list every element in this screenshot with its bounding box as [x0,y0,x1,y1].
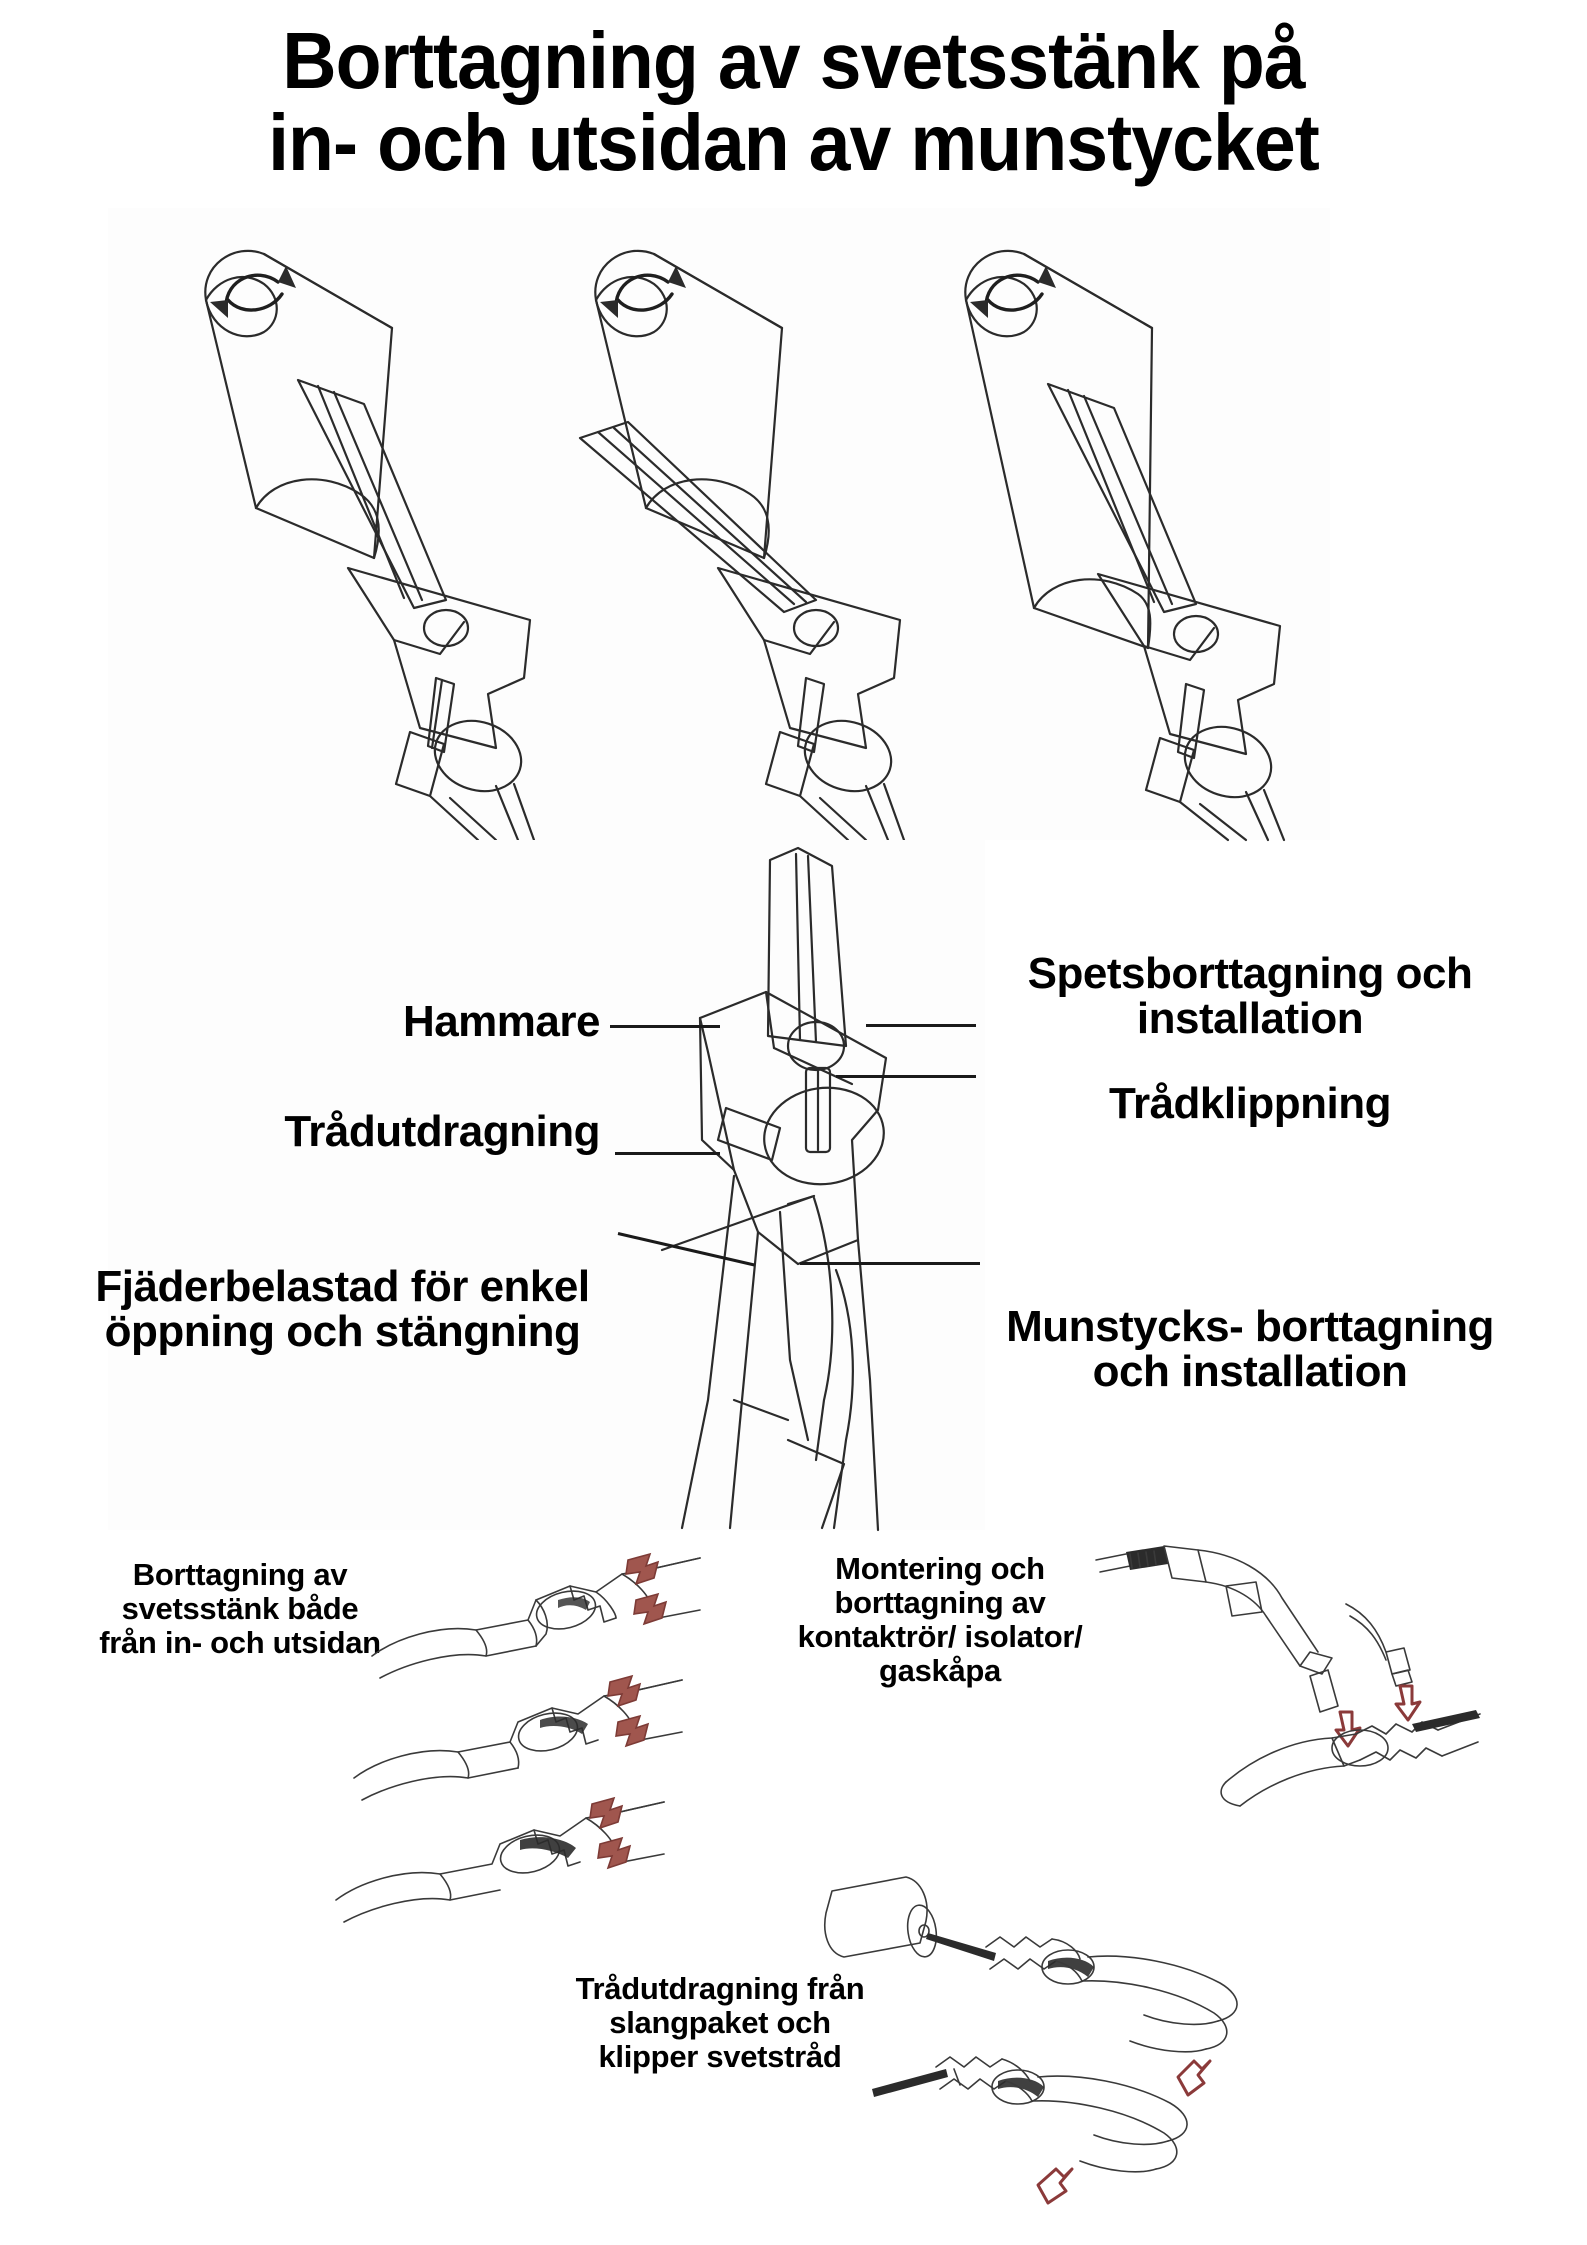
bottom-pliers [1220,1710,1481,1807]
pliers-head-3 [1096,572,1282,804]
rotation-arrows-icon-1 [210,266,296,318]
red-arrow-icon-b1 [607,1674,642,1708]
welding-torch [1095,1545,1339,1713]
step-illustration-3 [335,1796,665,1923]
pliers-jaws-2 [578,420,818,614]
step-illustration-1 [371,1552,701,1679]
label-munstycksborttagning: Munstycks- borttagning och installation [1006,1302,1494,1396]
pliers-diagram-illustration [638,840,988,1532]
pliers-handles [680,1174,880,1532]
nozzle-tube-3 [964,249,1154,650]
pliers-nose [766,846,848,1048]
wire-cut-pliers [872,2056,1188,2173]
pliers-handles-2 [798,782,906,842]
red-arrow-icon-down-1 [1334,1710,1362,1748]
pivot-hole [786,1020,846,1072]
pliers-handles-1 [428,782,536,842]
nozzle-tube-2 [594,249,784,560]
red-arrow-icon-down-2 [1394,1684,1422,1722]
nozzle-grip-hole [763,1086,885,1186]
wire-pull-illustration [800,1855,1320,2245]
leader-line-tradutdragning [615,1152,720,1155]
pliers-jaws-3 [1046,382,1198,614]
wire-cutter-slot [804,1066,832,1154]
contact-tip-parts [1345,1603,1413,1687]
wire-spool-and-pliers [824,1876,1238,2053]
rotation-arrows-icon-3 [970,266,1056,318]
rotation-arrows-icon-2 [600,266,686,318]
bottom-left-step-illustrations [335,1538,701,1923]
nozzle-illustration-2 [568,208,968,842]
step-illustration-2 [353,1674,683,1801]
label-fjaderbelastad: Fjäderbelastad för enkel öppning och stä… [95,1262,590,1356]
label-tradklippning: Trådklippning [1109,1079,1391,1128]
caption-tradutdragning-slangpaket: Trådutdragning från slangpaket och klipp… [575,1971,865,2075]
page-title: Borttagning av svetsstänk på in- och uts… [48,20,1540,183]
red-arrow-icon-a2 [633,1592,668,1626]
leader-line-tradklippning [836,1075,976,1078]
red-arrow-icon-c2 [597,1836,632,1870]
label-spetsborttagning: Spetsborttagning och installation [1027,949,1473,1043]
title-line-2: in- och utsidan av munstycket [268,97,1320,187]
red-arrow-icon-a1 [625,1552,660,1586]
caption-montering-borttagning: Montering och borttagning av kontaktrör/… [797,1551,1083,1689]
leader-line-munstycksborttagning [800,1262,980,1265]
red-arrow-icon-up-left [1036,2167,1074,2205]
pliers-head-2 [716,566,902,798]
red-arrow-icon-c1 [589,1796,624,1830]
nozzle-sequence-panel [108,208,1330,842]
label-hammare: Hammare [402,997,601,1046]
label-tradutdragning: Trådutdragning [284,1107,600,1156]
leader-line-hammare [610,1025,720,1028]
pliers-jaws-1 [296,378,448,610]
caption-borttagning-svetsstank: Borttagning av svetsstänk både från in- … [99,1557,381,1661]
pliers-handles-3 [1178,788,1286,842]
pliers-head-1 [346,566,532,798]
pliers-feature-panel [108,840,988,1532]
nozzle-illustration-3 [938,208,1338,842]
red-arrow-icon-b2 [615,1714,650,1748]
spring-arm [660,1106,816,1252]
nozzle-illustration-1 [178,208,578,842]
leader-line-spetsborttagning [866,1024,976,1027]
torch-assembly-illustration [1060,1520,1580,1820]
title-line-1: Borttagning av svetsstänk på [282,16,1306,105]
red-arrow-icon-up-right [1176,2059,1212,2097]
